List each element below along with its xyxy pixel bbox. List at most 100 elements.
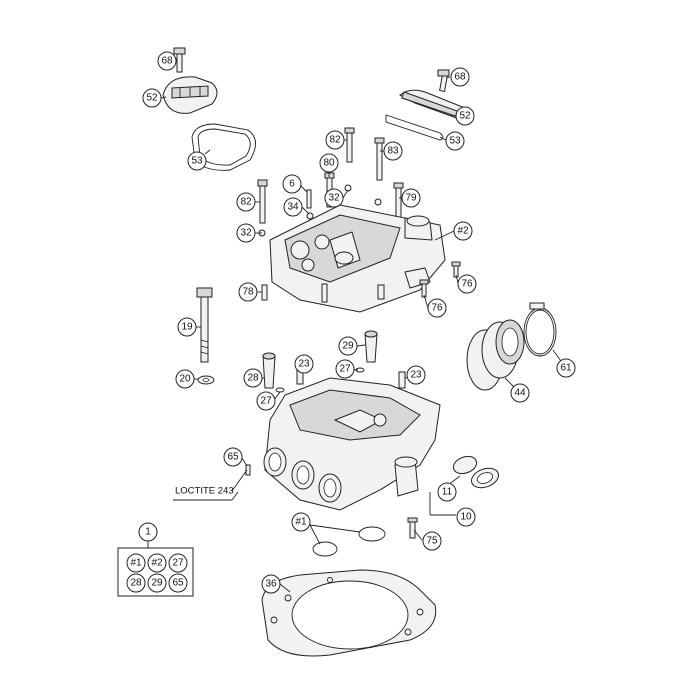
- callout: 76: [457, 274, 477, 294]
- kit-item-label: 28: [130, 578, 142, 589]
- callout: 53: [445, 131, 465, 151]
- callout: 68: [157, 51, 177, 71]
- callout-label: 1: [145, 527, 151, 538]
- exhaust-seals: [312, 526, 386, 557]
- callout-label: 83: [387, 146, 399, 157]
- callout-label: 52: [459, 111, 471, 122]
- callout-label: 23: [410, 370, 422, 381]
- callout: 52: [455, 106, 475, 126]
- callout-label: 53: [191, 156, 203, 167]
- kit-item: 29: [147, 573, 167, 593]
- kit-item: 27: [168, 553, 188, 573]
- long-stud: [196, 287, 215, 385]
- callout-label: 29: [342, 341, 354, 352]
- callout: 80: [319, 153, 339, 173]
- callout: 23: [294, 354, 314, 374]
- callout-label: 53: [449, 136, 461, 147]
- callout-label: 28: [247, 373, 259, 384]
- head-gasket: [261, 569, 437, 657]
- cylinder-head: [245, 377, 441, 539]
- callout-label: 65: [227, 452, 239, 463]
- callout-label: 23: [298, 359, 310, 370]
- callout-label: 27: [260, 396, 272, 407]
- kit-item-label: 65: [172, 578, 184, 589]
- callout: 76: [427, 298, 447, 318]
- kit-item-label: #1: [130, 558, 142, 569]
- callout-label: #2: [457, 226, 469, 237]
- callout-label: 61: [560, 363, 572, 374]
- callout: 82: [325, 130, 345, 150]
- hose-clamp: [523, 302, 557, 357]
- callout: 6: [282, 174, 302, 194]
- callout: 75: [422, 531, 442, 551]
- kit-item-label: 27: [172, 558, 184, 569]
- callout: 23: [406, 365, 426, 385]
- callout: #2: [453, 221, 473, 241]
- callout-label: 20: [179, 374, 191, 385]
- camshaft-carrier: [261, 204, 461, 313]
- callout: 19: [177, 317, 197, 337]
- callout-label: 19: [181, 322, 193, 333]
- kit-item: 28: [126, 573, 146, 593]
- callout: 27: [335, 359, 355, 379]
- callout: 1: [138, 522, 158, 542]
- kit-box: #1 #2 27 28 29 65: [117, 547, 194, 597]
- callout: 10: [456, 507, 476, 527]
- valve-cover-left: [162, 47, 218, 114]
- kit-item-label: #2: [151, 558, 163, 569]
- callout: 34: [283, 197, 303, 217]
- callout-label: 79: [405, 193, 417, 204]
- loctite-note-text: LOCTITE 243: [175, 486, 234, 497]
- callout-label: 44: [514, 388, 526, 399]
- callout: 79: [401, 188, 421, 208]
- callout-label: 76: [461, 279, 473, 290]
- callout-label: 52: [146, 93, 158, 104]
- callout: 53: [187, 151, 207, 171]
- callout-label: 11: [442, 487, 453, 498]
- callout: 65: [223, 447, 243, 467]
- callout: #1: [291, 512, 311, 532]
- callout-label: 68: [161, 56, 173, 67]
- callout: 32: [236, 223, 256, 243]
- valve-guides: [262, 330, 406, 393]
- intake-boot: [466, 319, 525, 391]
- kit-item: #1: [126, 553, 146, 573]
- valve-cover-gasket-right: [385, 114, 444, 141]
- callout-label: 6: [289, 179, 295, 190]
- callout-label: 82: [240, 197, 252, 208]
- callout-label: 78: [242, 287, 254, 298]
- callout: 83: [383, 141, 403, 161]
- callout-label: #1: [295, 517, 307, 528]
- callout-label: 82: [329, 135, 341, 146]
- callout: 61: [556, 358, 576, 378]
- valve-cover-right: [399, 69, 472, 121]
- valve-cover-gasket-left: [191, 123, 256, 171]
- kit-item-label: 29: [151, 578, 163, 589]
- callout: 68: [450, 67, 470, 87]
- callout: 28: [243, 368, 263, 388]
- callout-label: 32: [240, 228, 252, 239]
- callout: 29: [338, 336, 358, 356]
- intake-flange: [452, 455, 500, 489]
- callout: 44: [510, 383, 530, 403]
- callout-label: 75: [426, 536, 438, 547]
- callout-label: 76: [431, 303, 443, 314]
- callout: 32: [324, 188, 344, 208]
- callout-label: 80: [323, 158, 335, 169]
- callout-label: 68: [454, 72, 466, 83]
- callout: 11: [437, 482, 457, 502]
- callout-label: 10: [460, 512, 472, 523]
- callout-label: 32: [328, 193, 340, 204]
- callout: 36: [261, 574, 281, 594]
- callout-label: 27: [339, 364, 351, 375]
- loctite-note: LOCTITE 243: [173, 486, 239, 501]
- kit-item: #2: [147, 553, 167, 573]
- callout-label: 34: [287, 202, 299, 213]
- callout: 27: [256, 391, 276, 411]
- callout: 82: [236, 192, 256, 212]
- kit-item: 65: [168, 573, 188, 593]
- callout: 78: [238, 282, 258, 302]
- callouts: 68 52 53 68 52 53 82 83 80 6 32 79 82 34…: [138, 51, 576, 594]
- callout: 20: [175, 369, 195, 389]
